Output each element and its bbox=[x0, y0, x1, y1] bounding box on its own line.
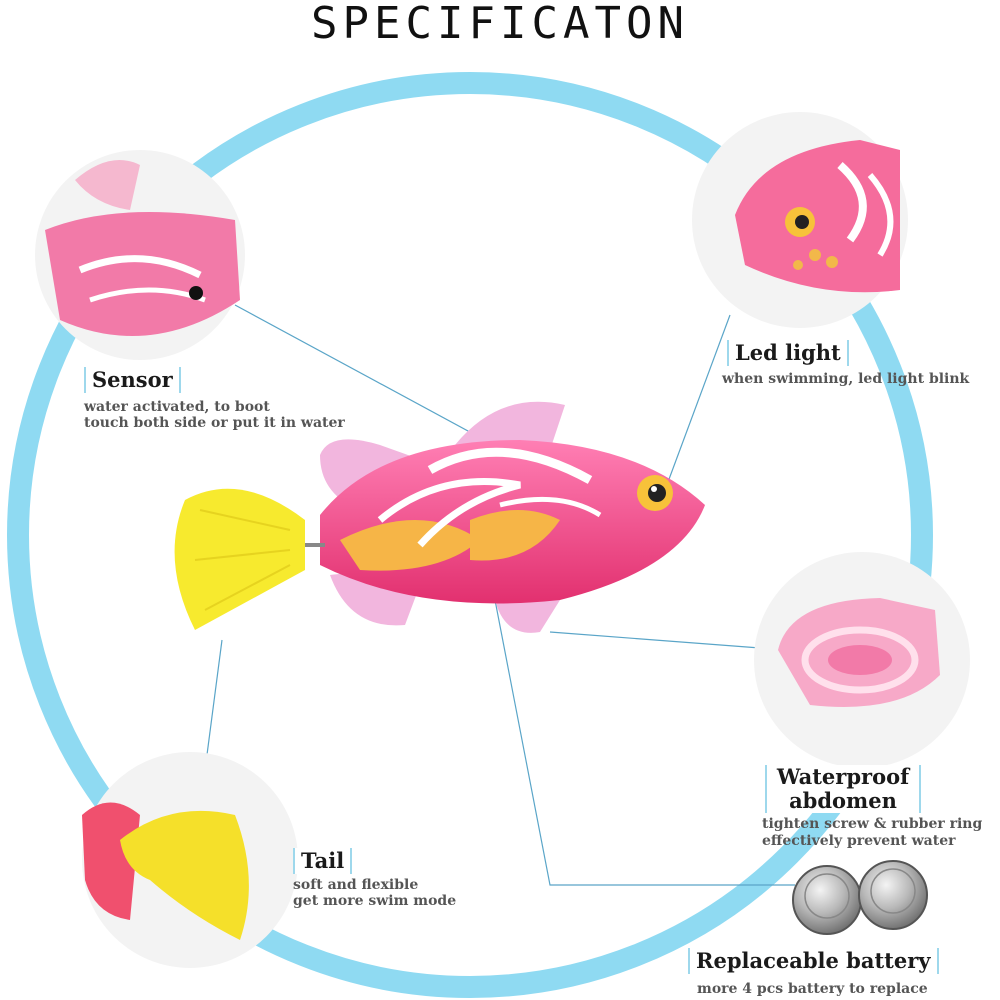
sensor-desc-line2: touch both side or put it in water bbox=[84, 415, 345, 431]
tail-label: Tail bbox=[293, 848, 353, 874]
battery-label: Replaceable battery bbox=[688, 948, 939, 974]
led-light-label: Led light bbox=[727, 340, 849, 366]
waterproof-desc-line2: effectively prevent water bbox=[762, 833, 956, 849]
tail-bubble bbox=[82, 752, 298, 968]
page-title: SPECIFICATON bbox=[311, 0, 689, 49]
robot-fish bbox=[174, 401, 705, 633]
waterproof-label-line1: Waterproof bbox=[776, 764, 910, 789]
waterproof-bubble bbox=[754, 552, 970, 768]
waterproof-desc-line1: tighten screw & rubber ring bbox=[762, 816, 983, 832]
background-ring bbox=[7, 72, 933, 998]
sensor-bubble bbox=[35, 150, 245, 360]
waterproof-label: Waterproof abdomen bbox=[765, 765, 921, 813]
sensor-desc-line1: water activated, to boot bbox=[84, 399, 270, 415]
led-light-desc: when swimming, led light blink bbox=[722, 371, 970, 387]
battery-image bbox=[792, 860, 928, 935]
battery-desc: more 4 pcs battery to replace bbox=[697, 981, 928, 997]
led-bubble bbox=[692, 112, 908, 328]
waterproof-label-line2: abdomen bbox=[789, 788, 897, 813]
tail-desc-line1: soft and flexible bbox=[293, 877, 419, 893]
tail-desc-line2: get more swim mode bbox=[293, 893, 457, 909]
sensor-label: Sensor bbox=[84, 367, 181, 393]
